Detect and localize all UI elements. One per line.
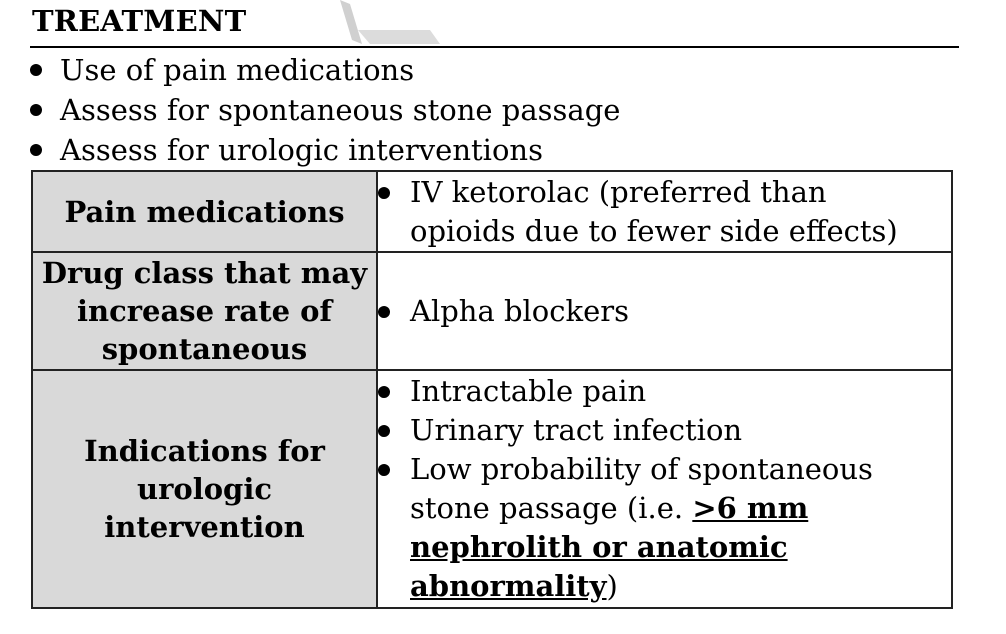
row-label-indications: Indications for urologic intervention [31, 369, 378, 609]
item-line: Urinary tract infection [410, 413, 743, 447]
label-line: urologic [136, 472, 273, 506]
table-row: Drug class that may increase rate of spo… [31, 251, 953, 371]
item-line: opioids due to fewer side effects) [410, 213, 898, 248]
list-item: Assess for urologic interventions [30, 130, 620, 170]
row-content-indications: Intractable pain Urinary tract infection… [376, 369, 953, 609]
bullet-icon [378, 305, 390, 318]
list-item: Urinary tract infection [378, 411, 951, 450]
row-label-drug-class: Drug class that may increase rate of spo… [31, 251, 378, 371]
item-emphasis: >6 mm [692, 491, 809, 525]
label-line: increase rate of [77, 294, 332, 328]
bullet-icon [30, 64, 42, 76]
bullet-icon [378, 464, 390, 476]
bullet-text: Assess for urologic interventions [60, 133, 543, 167]
label-line: Pain medications [64, 194, 345, 229]
item-line: Intractable pain [410, 374, 647, 408]
list-item: Alpha blockers [378, 292, 951, 331]
item-line: Low probability of spontaneous [410, 452, 873, 486]
row-content-drug-class: Alpha blockers [376, 251, 953, 371]
bullet-text: Use of pain medications [60, 53, 415, 87]
section-heading: TREATMENT [32, 4, 247, 38]
label-line: spontaneous [101, 332, 308, 366]
item-line: Alpha blockers [410, 293, 629, 328]
item-line: IV ketorolac (preferred than [410, 174, 827, 209]
list-item: Use of pain medications [30, 50, 620, 90]
row-label-pain-medications: Pain medications [31, 170, 378, 253]
label-line: intervention [104, 510, 305, 544]
bullet-text: Assess for spontaneous stone passage [60, 93, 621, 127]
treatment-bullet-list: Use of pain medications Assess for spont… [30, 50, 620, 170]
item-line-plain: stone passage (i.e. [410, 491, 693, 525]
label-line: Indications for [84, 434, 325, 468]
heading-divider [30, 46, 959, 48]
table-row: Indications for urologic intervention In… [31, 369, 953, 609]
row-content-pain-medications: IV ketorolac (preferred than opioids due… [376, 170, 953, 253]
list-item: Assess for spontaneous stone passage [30, 90, 620, 130]
list-item: Low probability of spontaneous stone pas… [378, 450, 951, 606]
bullet-icon [30, 144, 42, 156]
bullet-icon [378, 425, 390, 437]
bullet-icon [378, 186, 390, 199]
list-item: Intractable pain [378, 372, 951, 411]
bullet-icon [378, 386, 390, 398]
treatment-table: Pain medications IV ketorolac (preferred… [31, 170, 953, 609]
label-line: Drug class that may [41, 256, 368, 290]
bullet-icon [30, 104, 42, 116]
table-row: Pain medications IV ketorolac (preferred… [31, 170, 953, 253]
item-line-plain: ) [606, 569, 618, 603]
item-emphasis: nephrolith or anatomic [410, 530, 788, 564]
item-emphasis: abnormality [410, 569, 607, 603]
list-item: IV ketorolac (preferred than opioids due… [378, 173, 951, 251]
